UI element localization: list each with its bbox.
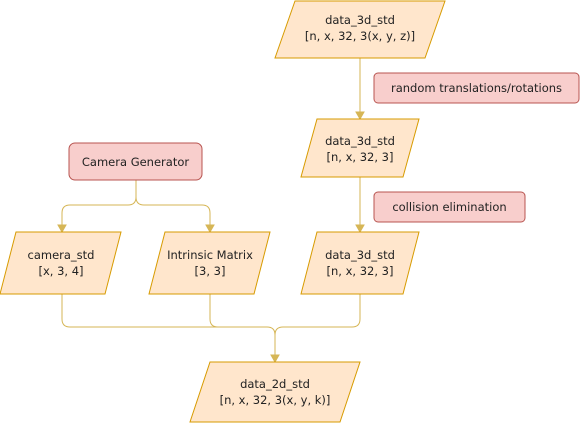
connectors [57, 58, 365, 364]
edge-low-to-2d [274, 294, 361, 336]
arrow-head-intrinsic [205, 224, 215, 234]
node-data-2d-std: data_2d_std [n, x, 32, 3(x, y, k)] [189, 361, 361, 423]
arrow-head-2d [270, 354, 280, 364]
arrow-head-camera [57, 224, 67, 234]
node-data-3d-mid-name: data_3d_std [325, 134, 395, 148]
edge-camera-to-2d [61, 294, 276, 356]
node-collision-elimination: collision elimination [373, 191, 526, 223]
node-data-3d-top-name: data_3d_std [325, 13, 395, 27]
node-intrinsic-matrix: Intrinsic Matrix [3, 3] [148, 231, 271, 295]
edge-intrinsic-to-2d [209, 294, 219, 328]
node-data-3d-mid-shape: [n, x, 32, 3] [327, 150, 394, 164]
node-data-3d-mid: data_3d_std [n, x, 32, 3] [300, 118, 420, 178]
node-data-3d-top-shape: [n, x, 32, 3(x, y, z)] [305, 29, 415, 43]
edge-generator-to-intrinsic [135, 196, 211, 226]
node-data-2d-std-shape: [n, x, 32, 3(x, y, k)] [220, 393, 331, 407]
node-intrinsic-matrix-shape: [3, 3] [195, 264, 226, 278]
node-data-3d-low-name: data_3d_std [325, 248, 395, 262]
node-data-3d-top: data_3d_std [n, x, 32, 3(x, y, z)] [274, 0, 446, 59]
node-random-transform-label: random translations/rotations [391, 81, 562, 95]
node-camera-generator: Camera Generator [68, 142, 203, 181]
node-camera-generator-label: Camera Generator [82, 155, 189, 169]
node-data-3d-low: data_3d_std [n, x, 32, 3] [300, 231, 420, 295]
arrow-head-mid [355, 111, 365, 121]
edge-generator-to-camera [61, 180, 137, 226]
node-data-3d-low-shape: [n, x, 32, 3] [327, 264, 394, 278]
node-camera-std-shape: [x, 3, 4] [38, 264, 83, 278]
arrow-head-low [355, 224, 365, 234]
node-collision-elimination-label: collision elimination [392, 200, 506, 214]
node-random-transform: random translations/rotations [373, 72, 580, 104]
node-data-2d-std-name: data_2d_std [240, 377, 310, 391]
node-camera-std-name: camera_std [28, 248, 95, 262]
node-intrinsic-matrix-name: Intrinsic Matrix [167, 248, 253, 262]
node-camera-std: camera_std [x, 3, 4] [0, 231, 122, 295]
